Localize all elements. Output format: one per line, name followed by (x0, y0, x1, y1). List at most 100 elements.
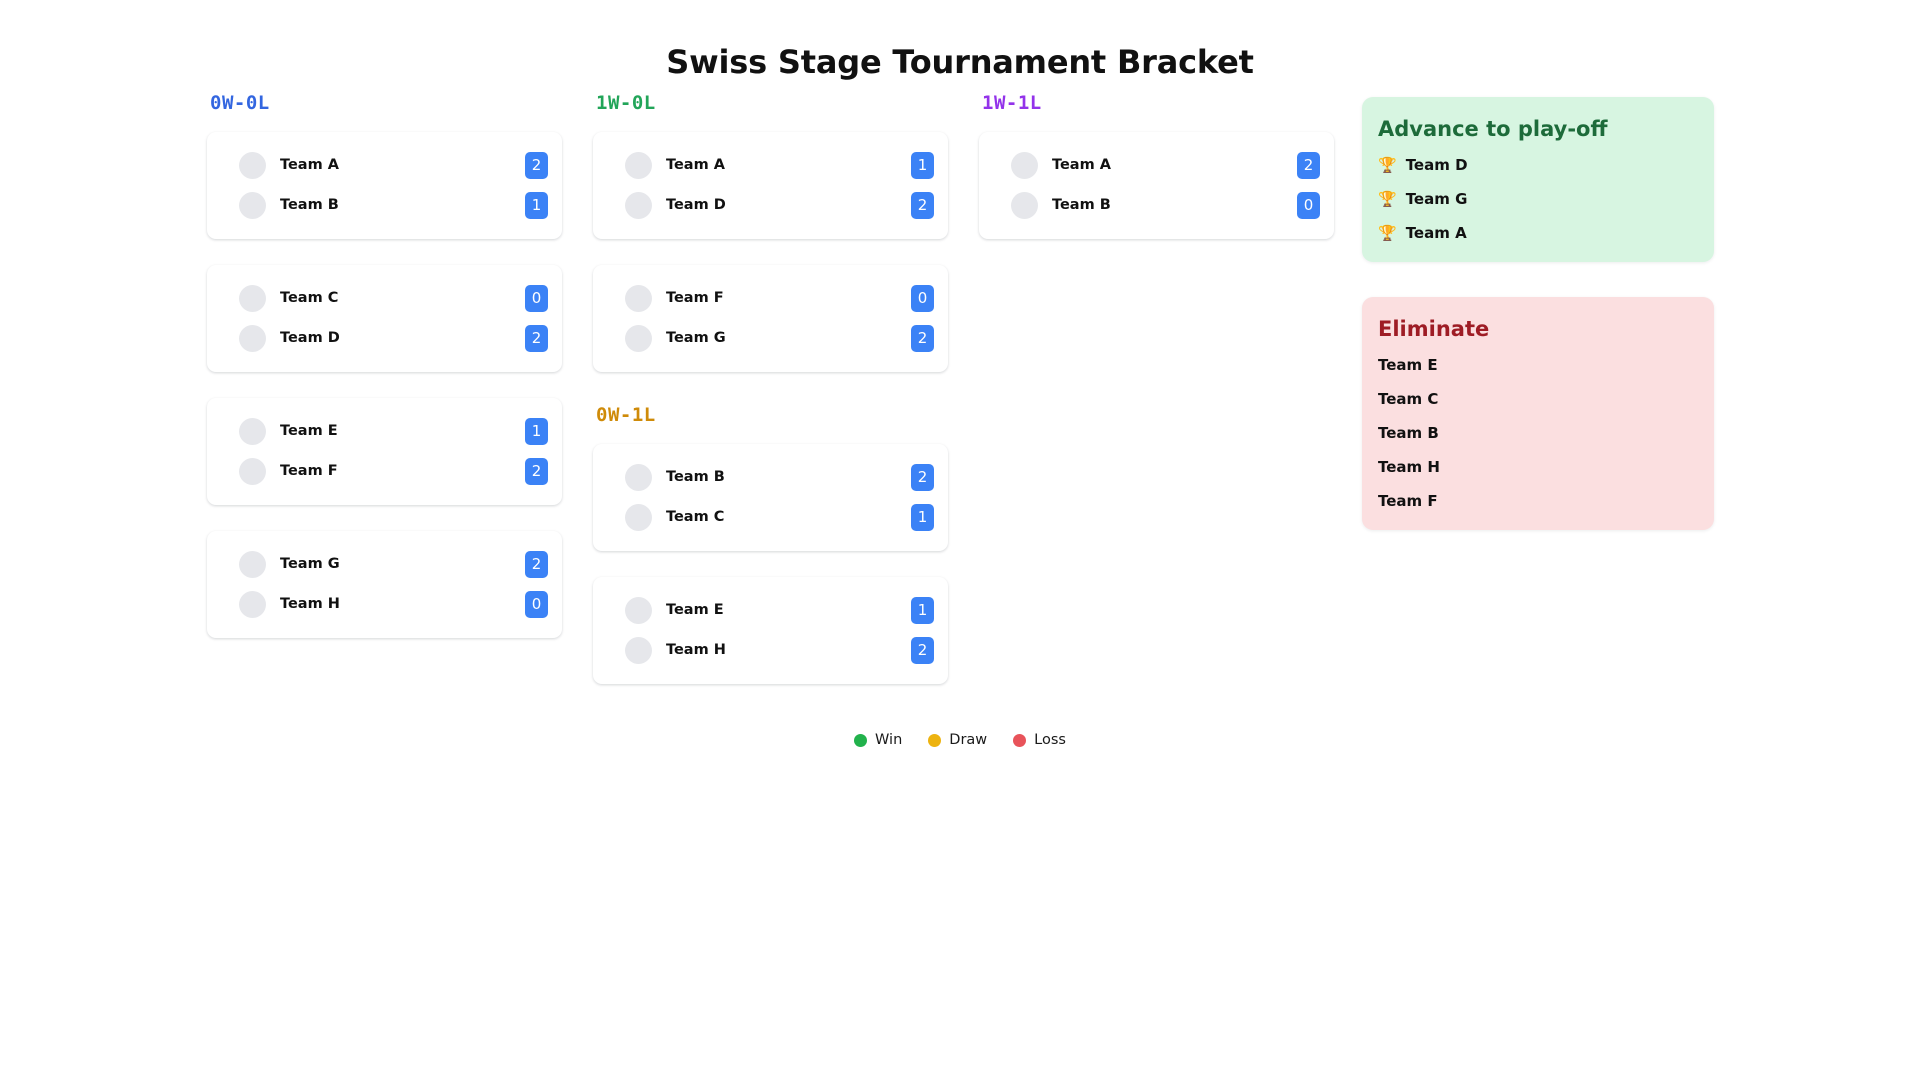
eliminate-team-label: Team F (1378, 492, 1438, 510)
score-badge: 1 (911, 151, 934, 179)
eliminate-team-item: Team B (1378, 424, 1698, 442)
team-avatar-icon (239, 417, 266, 445)
eliminate-team-list: Team E Team C Team B Team H Team F (1378, 356, 1698, 510)
team-name: Team F (280, 463, 338, 479)
team-avatar-icon (625, 191, 652, 219)
team-name: Team H (280, 596, 340, 612)
round-heading: 0W-0L (210, 92, 270, 114)
team-avatar-icon (239, 457, 266, 485)
trophy-icon: 🏆 (1378, 189, 1397, 208)
match-row[interactable]: Team B 2 (607, 457, 934, 497)
eliminate-team-label: Team E (1378, 356, 1438, 374)
score-badge: 2 (525, 457, 548, 485)
team-avatar-icon (625, 463, 652, 491)
score-badge: 0 (1297, 191, 1320, 219)
legend-item-loss: Loss (1013, 732, 1066, 748)
score-badge: 2 (911, 463, 934, 491)
team-avatar-icon (625, 636, 652, 664)
legend-dot-loss-icon (1013, 733, 1027, 747)
eliminate-team-label: Team B (1378, 424, 1439, 442)
score-badge: 2 (525, 324, 548, 352)
team-avatar-icon (625, 284, 652, 312)
match-row[interactable]: Team B 0 (993, 185, 1320, 225)
score-badge: 2 (525, 151, 548, 179)
match-row[interactable]: Team C 0 (221, 278, 548, 318)
team-avatar-icon (625, 596, 652, 624)
match-row[interactable]: Team A 1 (607, 145, 934, 185)
legend: Win Draw Loss (0, 732, 1920, 748)
team-name: Team C (280, 290, 339, 306)
team-name: Team D (666, 197, 726, 213)
team-avatar-icon (239, 324, 266, 352)
legend-label: Win (875, 732, 903, 748)
eliminate-team-item: Team C (1378, 390, 1698, 408)
score-badge: 0 (911, 284, 934, 312)
match-row[interactable]: Team E 1 (607, 590, 934, 630)
legend-label: Draw (949, 732, 988, 748)
match-row[interactable]: Team F 2 (221, 451, 548, 491)
advance-team-label: Team G (1405, 190, 1468, 208)
score-badge: 0 (525, 284, 548, 312)
team-name: Team A (1052, 157, 1111, 173)
team-name: Team B (666, 469, 725, 485)
score-badge: 2 (1297, 151, 1320, 179)
advance-team-item: 🏆 Team G (1378, 190, 1698, 208)
score-badge: 2 (525, 550, 548, 578)
eliminate-team-item: Team F (1378, 492, 1698, 510)
team-name: Team E (666, 602, 724, 618)
score-badge: 1 (911, 503, 934, 531)
team-avatar-icon (239, 284, 266, 312)
team-name: Team B (1052, 197, 1111, 213)
match-row[interactable]: Team D 2 (221, 318, 548, 358)
team-avatar-icon (625, 324, 652, 352)
round-heading: 0W-1L (596, 404, 656, 426)
team-avatar-icon (625, 151, 652, 179)
team-name: Team D (280, 330, 340, 346)
advance-panel: Advance to play-off 🏆Team D🏆Team G🏆Team … (1362, 97, 1714, 262)
legend-item-draw: Draw (928, 732, 987, 748)
team-avatar-icon (1011, 191, 1038, 219)
advance-team-label: Team A (1405, 224, 1467, 242)
advance-team-item: 🏆Team D (1378, 156, 1698, 174)
eliminate-team-label: Team H (1378, 458, 1440, 476)
team-name: Team H (666, 642, 726, 658)
match-row[interactable]: Team C 1 (607, 497, 934, 537)
trophy-icon: 🏆 (1378, 223, 1397, 242)
team-avatar-icon (239, 590, 266, 618)
legend-dot-win-icon (854, 733, 868, 747)
team-name: Team C (666, 509, 725, 525)
legend-dot-draw-icon (928, 733, 942, 747)
team-name: Team B (280, 197, 339, 213)
match-row[interactable]: Team A 2 (993, 145, 1320, 185)
page-title: Swiss Stage Tournament Bracket (666, 43, 1254, 82)
advance-team-label: Team D (1405, 156, 1468, 174)
team-avatar-icon (239, 191, 266, 219)
team-name: Team A (666, 157, 725, 173)
score-badge: 2 (911, 191, 934, 219)
match-row[interactable]: Team D 2 (607, 185, 934, 225)
score-badge: 1 (911, 596, 934, 624)
